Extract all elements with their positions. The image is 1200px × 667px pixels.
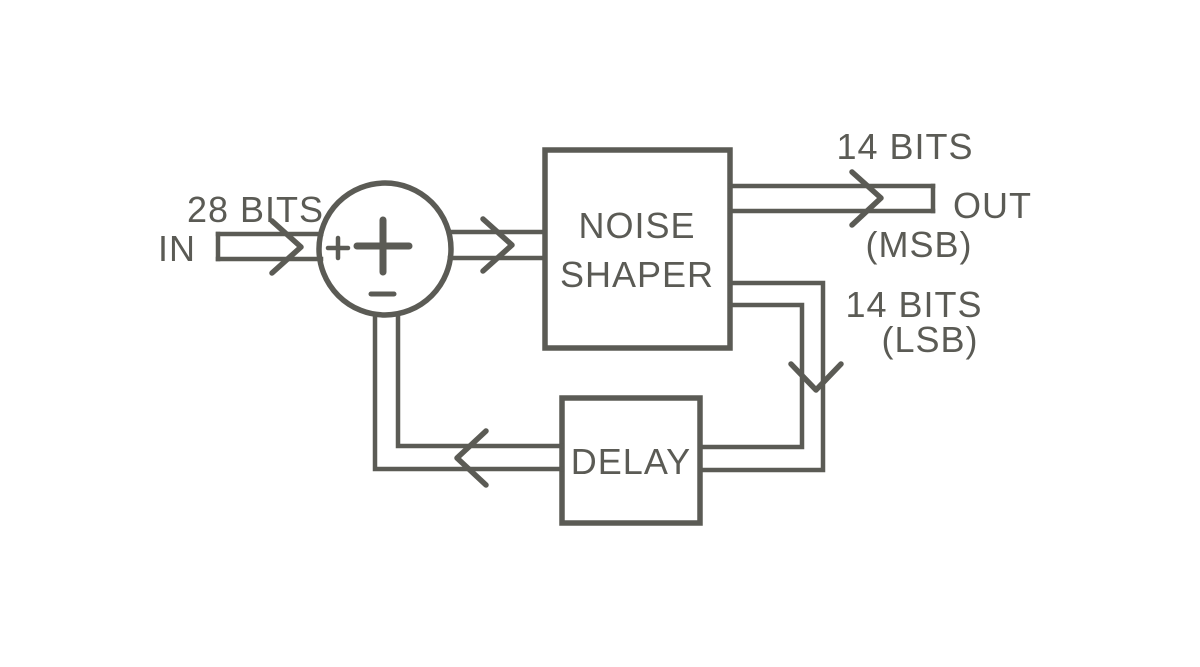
arrow-left-icon bbox=[454, 428, 489, 488]
lsb-output-bus bbox=[697, 280, 844, 473]
sum-to-shaper-bus bbox=[447, 216, 548, 274]
lsb-sublabel: (LSB) bbox=[881, 319, 978, 360]
arrow-right-icon bbox=[480, 216, 515, 274]
input-bits-label: 28 BITS bbox=[187, 189, 324, 230]
msb-bits-label: 14 BITS bbox=[836, 126, 973, 167]
input-bus bbox=[215, 218, 324, 276]
plus-port-sign bbox=[325, 235, 351, 261]
lsb-bus-inner-line bbox=[697, 302, 805, 450]
arrow-right-icon bbox=[849, 169, 884, 228]
arrow-right-icon bbox=[269, 218, 304, 276]
delay-box bbox=[559, 395, 703, 526]
summing-junction bbox=[316, 180, 454, 318]
lsb-bus-outer-line bbox=[697, 280, 826, 473]
summing-junction-circle bbox=[316, 180, 454, 318]
noise-shaper-label-line1: NOISE bbox=[578, 205, 695, 246]
out-port-label: OUT bbox=[953, 185, 1032, 226]
delay-block: DELAY bbox=[559, 395, 703, 526]
msb-sublabel: (MSB) bbox=[866, 224, 973, 265]
input-port-label: IN bbox=[158, 228, 196, 269]
feedback-bus bbox=[372, 311, 565, 488]
noise-shaper-box bbox=[542, 147, 733, 351]
msb-output-bus bbox=[727, 169, 936, 228]
feedback-bus-inner-line bbox=[395, 311, 565, 449]
noise-shaper-block: NOISE SHAPER bbox=[542, 147, 733, 351]
arrow-down-icon bbox=[788, 361, 844, 393]
lsb-bits-label: 14 BITS bbox=[845, 284, 982, 325]
feedback-bus-outer-line bbox=[372, 312, 565, 472]
noise-shaper-label-line2: SHAPER bbox=[560, 254, 714, 295]
delay-label: DELAY bbox=[571, 441, 691, 482]
summing-plus-icon bbox=[353, 216, 413, 276]
